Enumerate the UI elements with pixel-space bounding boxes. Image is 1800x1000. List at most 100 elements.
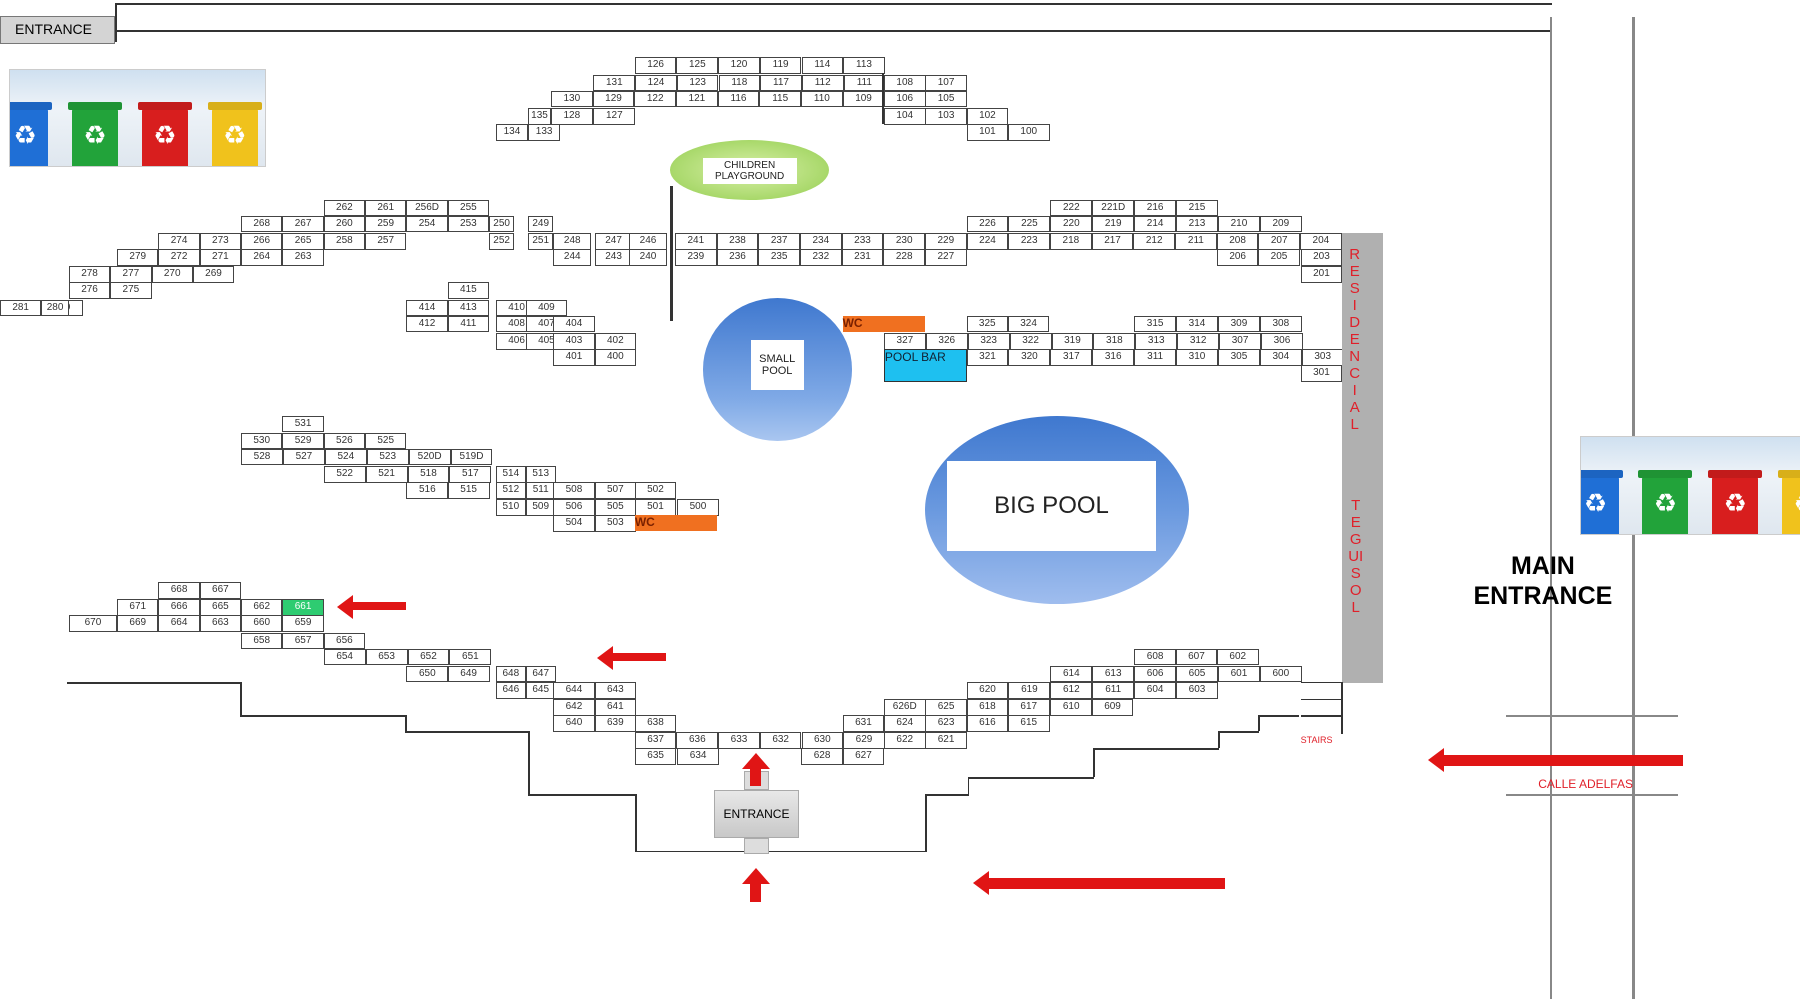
unit-206[interactable]: 206 xyxy=(1216,249,1259,266)
unit-257[interactable]: 257 xyxy=(365,233,407,250)
unit-103[interactable]: 103 xyxy=(925,107,967,125)
unit-520D[interactable]: 520D xyxy=(408,448,451,466)
unit-400[interactable]: 400 xyxy=(594,348,636,366)
unit-649[interactable]: 649 xyxy=(447,665,490,683)
unit-528[interactable]: 528 xyxy=(241,448,283,466)
unit-258[interactable]: 258 xyxy=(323,233,366,250)
unit-251[interactable]: 251 xyxy=(528,233,554,250)
unit-323[interactable]: 323 xyxy=(967,332,1010,350)
unit-106[interactable]: 106 xyxy=(883,90,926,108)
unit-502[interactable]: 502 xyxy=(634,482,677,499)
unit-123[interactable]: 123 xyxy=(676,74,719,92)
unit-253[interactable]: 253 xyxy=(447,215,490,233)
unit-117[interactable]: 117 xyxy=(760,74,802,92)
unit-525[interactable]: 525 xyxy=(365,432,407,450)
unit-240[interactable]: 240 xyxy=(629,249,667,266)
unit-274[interactable]: 274 xyxy=(158,233,200,250)
unit-271[interactable]: 271 xyxy=(199,249,242,266)
unit-613[interactable]: 613 xyxy=(1092,665,1135,683)
unit-115[interactable]: 115 xyxy=(759,90,802,108)
unit-130[interactable]: 130 xyxy=(551,90,593,108)
unit-519D[interactable]: 519D xyxy=(450,448,493,466)
unit-320[interactable]: 320 xyxy=(1008,348,1051,366)
unit-235[interactable]: 235 xyxy=(758,249,800,266)
unit-224[interactable]: 224 xyxy=(966,233,1009,250)
unit-275[interactable]: 275 xyxy=(110,282,152,300)
unit-517[interactable]: 517 xyxy=(449,466,492,483)
unit-260[interactable]: 260 xyxy=(323,215,366,233)
unit-204[interactable]: 204 xyxy=(1300,233,1342,250)
unit-213[interactable]: 213 xyxy=(1176,215,1218,233)
unit-118[interactable]: 118 xyxy=(718,74,761,92)
unit-229[interactable]: 229 xyxy=(925,233,967,250)
unit-230[interactable]: 230 xyxy=(883,233,925,250)
unit-326[interactable]: 326 xyxy=(925,332,968,350)
unit-233[interactable]: 233 xyxy=(841,233,884,250)
unit-208[interactable]: 208 xyxy=(1216,233,1259,250)
unit-606[interactable]: 606 xyxy=(1134,665,1177,683)
unit-668[interactable]: 668 xyxy=(158,582,200,599)
unit-314[interactable]: 314 xyxy=(1176,315,1218,333)
unit-228[interactable]: 228 xyxy=(883,249,925,266)
unit-113[interactable]: 113 xyxy=(843,57,885,75)
unit-629[interactable]: 629 xyxy=(843,732,885,750)
unit-278[interactable]: 278 xyxy=(68,266,111,283)
unit-619[interactable]: 619 xyxy=(1008,681,1051,699)
unit-614[interactable]: 614 xyxy=(1050,665,1093,683)
unit-648[interactable]: 648 xyxy=(495,665,526,683)
unit-102[interactable]: 102 xyxy=(966,107,1009,125)
unit-622[interactable]: 622 xyxy=(883,732,926,750)
unit-255[interactable]: 255 xyxy=(447,199,490,217)
unit-246[interactable]: 246 xyxy=(629,233,667,250)
unit-409[interactable]: 409 xyxy=(525,299,568,317)
unit-628[interactable]: 628 xyxy=(801,748,843,766)
unit-100[interactable]: 100 xyxy=(1007,123,1050,141)
unit-252[interactable]: 252 xyxy=(489,233,515,250)
unit-263[interactable]: 263 xyxy=(282,249,324,266)
unit-651[interactable]: 651 xyxy=(449,648,492,666)
unit-403[interactable]: 403 xyxy=(553,332,595,350)
unit-110[interactable]: 110 xyxy=(801,90,843,108)
unit-621[interactable]: 621 xyxy=(925,732,967,750)
unit-505[interactable]: 505 xyxy=(594,499,636,516)
unit-402[interactable]: 402 xyxy=(594,332,636,350)
unit-412[interactable]: 412 xyxy=(406,315,448,333)
unit-401[interactable]: 401 xyxy=(553,348,595,366)
unit-133[interactable]: 133 xyxy=(528,123,561,141)
unit-638[interactable]: 638 xyxy=(634,715,677,732)
unit-608[interactable]: 608 xyxy=(1134,648,1177,666)
unit-501[interactable]: 501 xyxy=(634,499,677,516)
unit-129[interactable]: 129 xyxy=(592,90,635,108)
unit-261[interactable]: 261 xyxy=(365,199,407,217)
unit-112[interactable]: 112 xyxy=(801,74,844,92)
unit-511[interactable]: 511 xyxy=(525,482,556,499)
unit-135[interactable]: 135 xyxy=(528,107,551,125)
unit-241[interactable]: 241 xyxy=(675,233,717,250)
unit-601[interactable]: 601 xyxy=(1217,665,1260,683)
unit-324[interactable]: 324 xyxy=(1007,315,1050,333)
unit-413[interactable]: 413 xyxy=(447,299,490,317)
unit-244[interactable]: 244 xyxy=(553,249,592,266)
unit-316[interactable]: 316 xyxy=(1092,348,1135,366)
unit-514[interactable]: 514 xyxy=(495,466,526,483)
unit-214[interactable]: 214 xyxy=(1134,215,1177,233)
unit-225[interactable]: 225 xyxy=(1008,215,1051,233)
unit-205[interactable]: 205 xyxy=(1258,249,1300,266)
unit-125[interactable]: 125 xyxy=(676,57,719,75)
unit-217[interactable]: 217 xyxy=(1091,233,1134,250)
unit-259[interactable]: 259 xyxy=(365,215,407,233)
unit-210[interactable]: 210 xyxy=(1217,215,1260,233)
unit-266[interactable]: 266 xyxy=(241,233,283,250)
unit-280[interactable]: 280 xyxy=(41,299,69,317)
unit-659[interactable]: 659 xyxy=(282,615,324,632)
unit-500[interactable]: 500 xyxy=(677,499,719,516)
unit-604[interactable]: 604 xyxy=(1134,681,1177,699)
unit-222[interactable]: 222 xyxy=(1050,199,1093,217)
unit-646[interactable]: 646 xyxy=(495,681,526,699)
unit-516[interactable]: 516 xyxy=(406,482,449,499)
unit-414[interactable]: 414 xyxy=(406,299,448,317)
unit-639[interactable]: 639 xyxy=(594,715,636,732)
unit-131[interactable]: 131 xyxy=(593,74,636,92)
unit-231[interactable]: 231 xyxy=(841,249,884,266)
unit-254[interactable]: 254 xyxy=(406,215,448,233)
